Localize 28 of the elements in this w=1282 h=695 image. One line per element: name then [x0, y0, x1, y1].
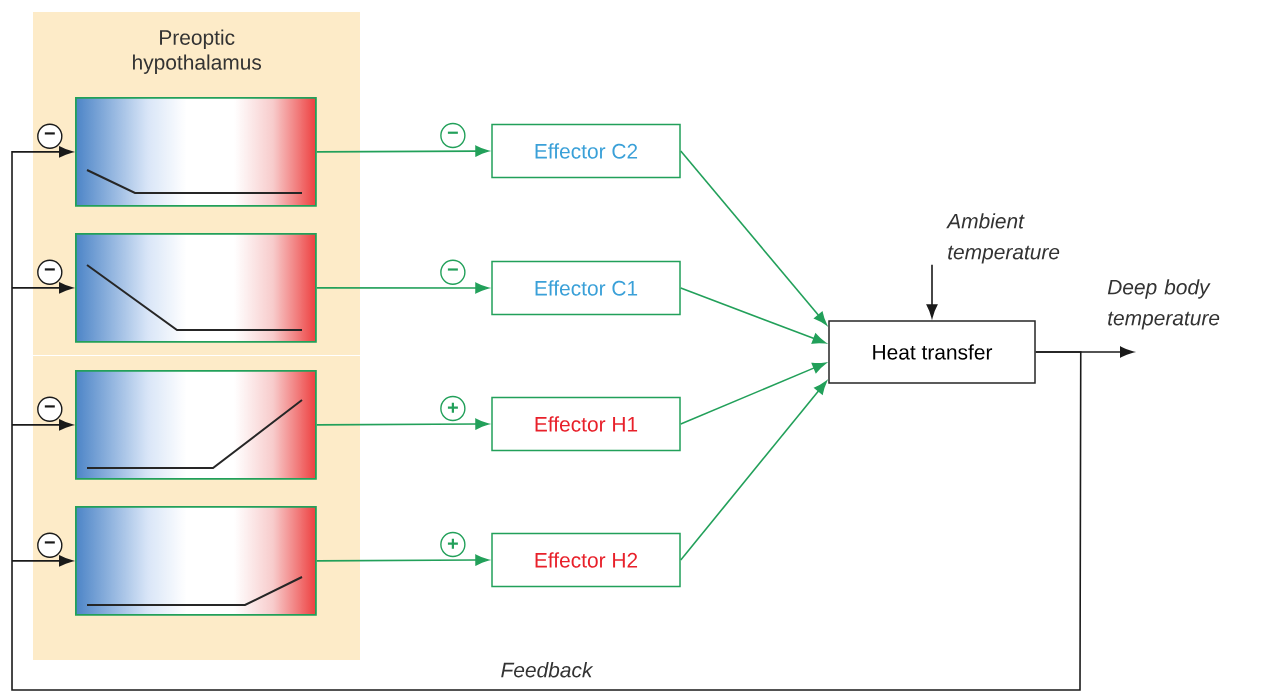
feedback-line	[11, 150, 1082, 691]
effector-box: Effector H2	[491, 532, 681, 588]
response-graph	[75, 97, 317, 207]
response-graph	[75, 506, 317, 616]
arrow	[11, 555, 73, 567]
effector-box: Effector C2	[491, 123, 681, 179]
response-graph	[75, 370, 317, 480]
arrow	[11, 146, 73, 158]
arrow	[11, 282, 73, 294]
arrow	[316, 554, 489, 566]
node-label: Preoptic hypothalamus	[133, 29, 262, 74]
arrow	[679, 362, 826, 425]
input-label: Ambient temperature	[946, 213, 1060, 264]
arrow	[679, 150, 827, 326]
process-box: Heat transfer	[828, 320, 1036, 384]
response-graph	[75, 233, 317, 343]
arrow	[926, 263, 938, 318]
arrow	[316, 418, 489, 430]
arrow	[679, 380, 827, 561]
arrow	[316, 282, 489, 294]
arrow	[679, 287, 826, 344]
arrow	[1034, 346, 1134, 358]
arrow	[11, 419, 73, 431]
arrow	[316, 145, 489, 157]
output-label: Deep body temperature	[1107, 279, 1220, 330]
effector-box: Effector H1	[491, 396, 681, 452]
loop-label: Feedback	[501, 662, 594, 678]
effector-box: Effector C1	[491, 260, 681, 316]
